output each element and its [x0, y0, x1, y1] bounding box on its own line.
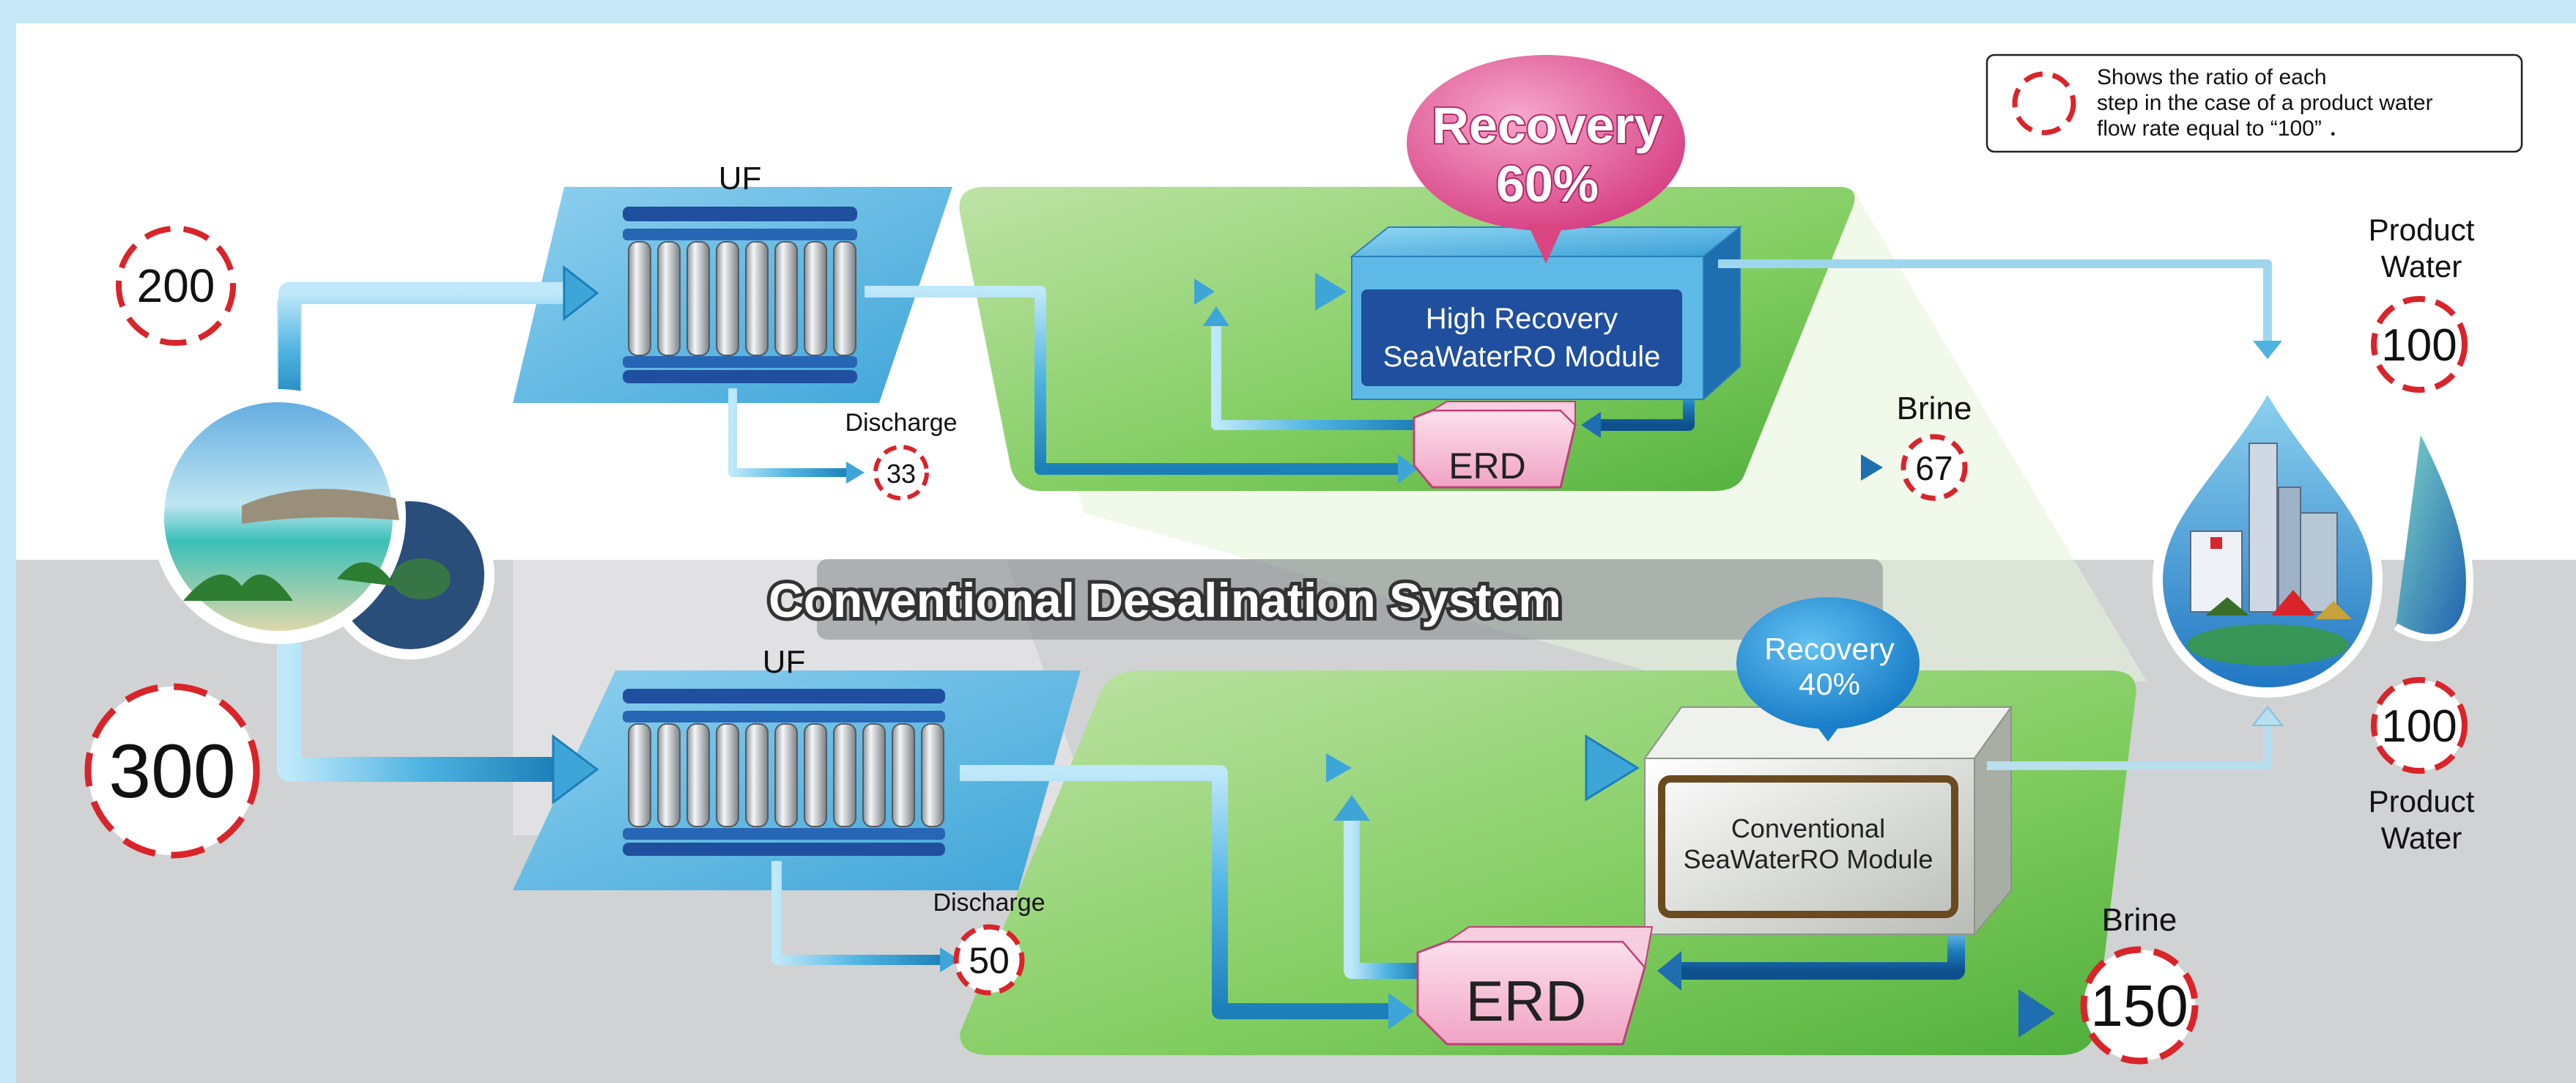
bottom-brine-return-arrow-icon [1657, 951, 1681, 991]
bottom-uf-label: UF [763, 644, 806, 680]
banner-title: Conventional Desalination System [769, 573, 1561, 627]
top-hp-arrow-icon [1315, 273, 1347, 311]
intake-bottom-arrow-icon [552, 734, 599, 805]
bottom-hp-arrow-icon [1585, 734, 1640, 802]
uf-membrane-tube [686, 241, 710, 356]
legend-dashed-circle-icon [2012, 71, 2076, 136]
intake-top-arrow-icon [563, 265, 599, 322]
bottom-brine-ratio: 150 [2090, 973, 2188, 1038]
top-discharge-pipe [728, 388, 850, 477]
uf-membrane-tube [716, 723, 739, 827]
top-product-pipe [1718, 259, 2272, 344]
top-brine-return-arrow-icon [1581, 412, 1601, 438]
uf-membrane-tube [862, 723, 886, 827]
uf-membrane-tube [804, 241, 827, 356]
top-brine-arrow-icon [1861, 454, 1883, 481]
bottom-brine-label: Brine [2102, 902, 2177, 938]
hospital-cross-icon [2210, 537, 2222, 549]
uf-membrane-tube [892, 723, 915, 827]
uf-membrane-tube [686, 723, 710, 827]
uf-membrane-tube [921, 723, 944, 827]
top-brine-ratio: 67 [1915, 449, 1953, 487]
bottom-discharge-arrow-icon [940, 947, 960, 972]
top-brine-ratio-circle [1900, 434, 1968, 501]
bottom-module-line-1: Conventional [1731, 813, 1885, 843]
top-discharge-arrow-icon [846, 462, 865, 484]
top-erd-label: ERD [1448, 446, 1526, 487]
bottom-module-line-2: SeaWaterRO Module [1684, 844, 1933, 874]
top-feed-arrow-icon [1194, 278, 1215, 305]
uf-membrane-tube [804, 723, 827, 827]
top-uf-label: UF [719, 160, 762, 196]
uf-membrane-tube [657, 241, 681, 356]
bottom-recovery-label: Recovery [1764, 632, 1894, 666]
uf-membrane-tube [745, 241, 769, 356]
top-module-line-1: High Recovery [1426, 303, 1618, 335]
top-erd-recycle-arrow-icon [1203, 306, 1229, 326]
small-water-drop-icon [2394, 426, 2473, 642]
bottom-erd-inlet-arrow-icon [1388, 993, 1414, 1030]
top-erd-inlet-arrow-icon [1398, 454, 1418, 484]
bottom-recovery-bubble [1736, 597, 1920, 742]
top-erd-recycle-pipe [1211, 322, 1414, 430]
bottom-brine-ratio-circle [2080, 946, 2199, 1065]
bottom-uf-module [623, 689, 945, 856]
intake-pipe-top [278, 282, 571, 410]
top-recovery-bubble [1407, 55, 1685, 264]
top-discharge-ratio: 33 [887, 459, 916, 489]
intake-top-ratio: 200 [137, 259, 215, 312]
uf-membrane-tube [716, 241, 739, 356]
bottom-discharge-ratio: 50 [969, 940, 1010, 981]
bottom-product-label-line-1: Product [2369, 784, 2475, 818]
uf-membrane-tube [628, 241, 651, 356]
legend-line-3: flow rate equal to “100” ． [2097, 117, 2350, 141]
legend-line-1: Shows the ratio of each [2097, 65, 2327, 89]
bottom-product-label-line-2: Water [2381, 821, 2462, 855]
bottom-ro-module [1643, 704, 2013, 936]
top-product-label-line-2: Water [2381, 249, 2462, 284]
uf-membrane-tube [833, 241, 856, 356]
uf-membrane-tube [745, 723, 769, 827]
top-discharge-label: Discharge [845, 409, 957, 437]
bottom-erd-recycle-arrow-icon [1333, 795, 1370, 821]
bottom-product-ratio: 100 [2381, 701, 2457, 752]
bottom-product-ratio-circle [2371, 677, 2468, 774]
top-erd-unit [1413, 401, 1577, 489]
intake-bottom-ratio-circle [84, 683, 260, 859]
bottom-product-pipe [1987, 725, 2272, 770]
top-module-line-2: SeaWaterRO Module [1383, 341, 1661, 373]
bottom-feed-arrow-icon [1326, 753, 1352, 783]
uf-membrane-tube [774, 723, 798, 827]
bottom-recovery-value: 40% [1799, 667, 1860, 701]
bottom-discharge-label: Discharge [933, 889, 1045, 917]
uf-membrane-tube [833, 723, 856, 827]
legend-box [1985, 53, 2523, 153]
bottom-discharge-pipe [771, 861, 945, 965]
top-recovery-value: 60% [1496, 155, 1599, 212]
bottom-erd-recycle-pipe [1344, 817, 1421, 979]
bottom-erd-label: ERD [1466, 969, 1587, 1033]
top-uf-module [623, 207, 857, 383]
banner-background [817, 559, 1883, 640]
top-brine-label: Brine [1897, 391, 1972, 426]
legend-line-2: step in the case of a product water [2097, 91, 2433, 115]
intake-top-ratio-circle [116, 226, 236, 346]
uf-membrane-tube [774, 241, 798, 356]
bottom-product-arrow-icon [2251, 706, 2284, 726]
top-product-label-line-1: Product [2369, 212, 2475, 247]
uf-membrane-tube [657, 723, 681, 827]
top-recovery-label: Recovery [1432, 97, 1662, 154]
top-discharge-ratio-circle [873, 445, 929, 500]
intake-bottom-ratio: 300 [108, 729, 236, 814]
uf-membrane-tube [628, 723, 651, 827]
bottom-brine-return-pipe [1678, 931, 1965, 980]
bottom-brine-arrow-icon [2018, 989, 2055, 1038]
bottom-erd-unit [1416, 926, 1654, 1046]
top-product-ratio: 100 [2381, 320, 2457, 371]
top-product-ratio-circle [2371, 296, 2468, 393]
bottom-discharge-ratio-circle [953, 924, 1025, 996]
top-product-arrow-icon [2253, 341, 2282, 359]
